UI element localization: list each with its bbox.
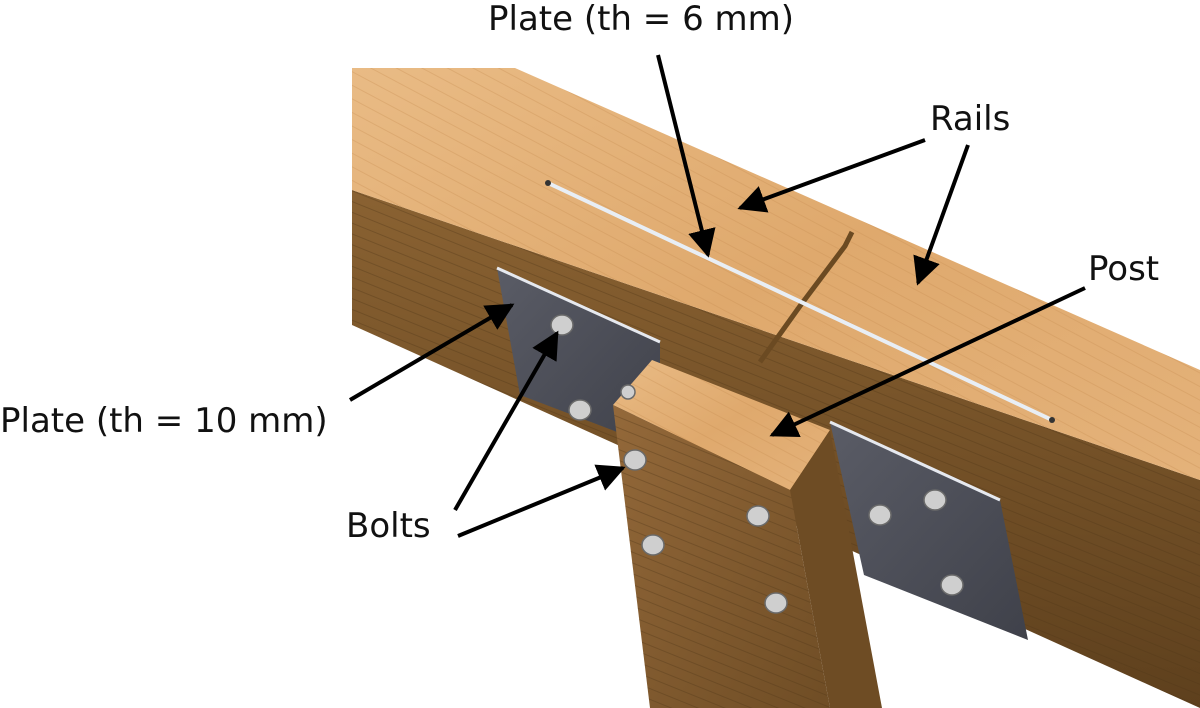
arrow-rails-right xyxy=(913,144,970,286)
top-plate-slot xyxy=(547,181,1053,422)
bolt-head xyxy=(620,384,636,400)
slot-end-left xyxy=(545,180,551,186)
label-rails: Rails xyxy=(930,99,1010,139)
bolt-head xyxy=(940,574,964,596)
bolt-head xyxy=(568,399,592,421)
rail-top-face xyxy=(352,68,1200,480)
post-top-face xyxy=(613,360,830,490)
arrow-plate-side xyxy=(348,303,515,402)
label-plate-top: Plate (th = 6 mm) xyxy=(488,0,794,39)
bolt-head xyxy=(746,505,770,527)
side-plate-right xyxy=(829,420,1028,640)
label-bolts: Bolts xyxy=(346,506,431,546)
bolt-head xyxy=(764,592,788,614)
bolt-head xyxy=(550,314,574,336)
arrow-plate-top xyxy=(656,54,716,258)
arrow-rails-left xyxy=(737,138,926,213)
post-right-face xyxy=(790,430,882,708)
bolt-head xyxy=(923,489,947,511)
label-post: Post xyxy=(1088,249,1159,289)
post-front-face xyxy=(613,405,830,708)
rail-joint-gap xyxy=(757,230,855,364)
arrow-post xyxy=(769,286,1086,437)
bolt-head xyxy=(641,534,665,556)
arrow-bolt-lower xyxy=(457,464,626,538)
bolt-group xyxy=(550,314,964,614)
bolt-head xyxy=(868,504,892,526)
bolt-head xyxy=(623,449,647,471)
arrow-bolt-upper xyxy=(453,330,559,511)
leader-arrows xyxy=(348,54,1086,538)
label-plate-side: Plate (th = 10 mm) xyxy=(0,401,328,441)
slot-end-right xyxy=(1049,417,1055,423)
